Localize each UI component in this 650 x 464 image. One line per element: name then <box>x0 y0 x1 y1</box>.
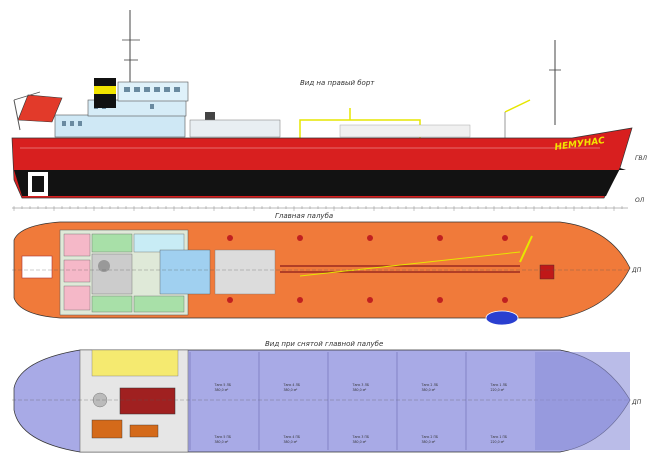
rescue-boat <box>485 310 519 326</box>
tank-label: Танк 5 ПБ <box>214 435 232 439</box>
engine-room-upper <box>91 349 179 377</box>
tank-label: Танк 1 ЛБ <box>490 383 508 387</box>
crane-reach <box>299 251 521 277</box>
tank-volume: 380,0 м³ <box>422 388 437 392</box>
superstructure-lower <box>54 114 186 138</box>
tank-volume: 220,0 м³ <box>491 440 506 444</box>
deck-house-plan <box>214 249 276 295</box>
tank-volume: 380,0 м³ <box>353 388 368 392</box>
tank-label: Танк 2 ПБ <box>421 435 439 439</box>
tank-volume: 380,0 м³ <box>284 440 299 444</box>
funnel-base <box>94 94 116 108</box>
lower-centerline-label: ДП <box>631 399 642 406</box>
waterline-label: ГВЛ <box>635 155 647 162</box>
tank-label: Танк 2 ЛБ <box>421 383 439 387</box>
deck-centerline-label: ДП <box>631 267 642 274</box>
pipe-rack <box>339 124 471 138</box>
pump-room <box>159 249 211 295</box>
deck-crane <box>504 99 531 113</box>
tank-volume: 220,0 м³ <box>491 388 506 392</box>
engine-casing <box>91 253 133 295</box>
deck-plan: Главная палуба ДП <box>12 212 642 326</box>
funnel-band <box>94 86 116 94</box>
tank-label: Танк 3 ЛБ <box>352 383 370 387</box>
lower-view-title: Вид при снятой главной палубе <box>265 340 383 348</box>
baseline-label: ОЛ <box>635 197 645 204</box>
tank-label: Танк 5 ЛБ <box>214 383 232 387</box>
lifeboat <box>17 94 63 123</box>
fore-peak <box>535 352 630 450</box>
lower-plan: Вид при снятой главной палубе ДП Танк 5 … <box>12 340 642 453</box>
side-view: НЕМУНАС ГВЛ ОЛ Вид на правый борт <box>11 10 647 211</box>
deck-house <box>189 119 281 138</box>
hull-bottom <box>14 168 626 196</box>
tank-label: Танк 4 ПБ <box>283 435 301 439</box>
tank-label: Танк 3 ПБ <box>352 435 370 439</box>
windlass <box>539 264 555 280</box>
tank-volume: 380,0 м³ <box>215 440 230 444</box>
main-engine <box>119 387 176 415</box>
tank-label: Танк 1 ПБ <box>490 435 508 439</box>
tank-label: Танк 4 ЛБ <box>283 383 301 387</box>
tank-volume: 380,0 м³ <box>215 388 230 392</box>
tank-volume: 380,0 м³ <box>284 388 299 392</box>
tank-volume: 380,0 м³ <box>422 440 437 444</box>
side-view-title: Вид на правый борт <box>300 79 375 87</box>
funnel-top <box>94 78 116 86</box>
wheelhouse <box>117 81 189 102</box>
tank-volume: 380,0 м³ <box>353 440 368 444</box>
aft-mooring-area <box>21 255 53 279</box>
deck-view-title: Главная палуба <box>275 212 333 220</box>
